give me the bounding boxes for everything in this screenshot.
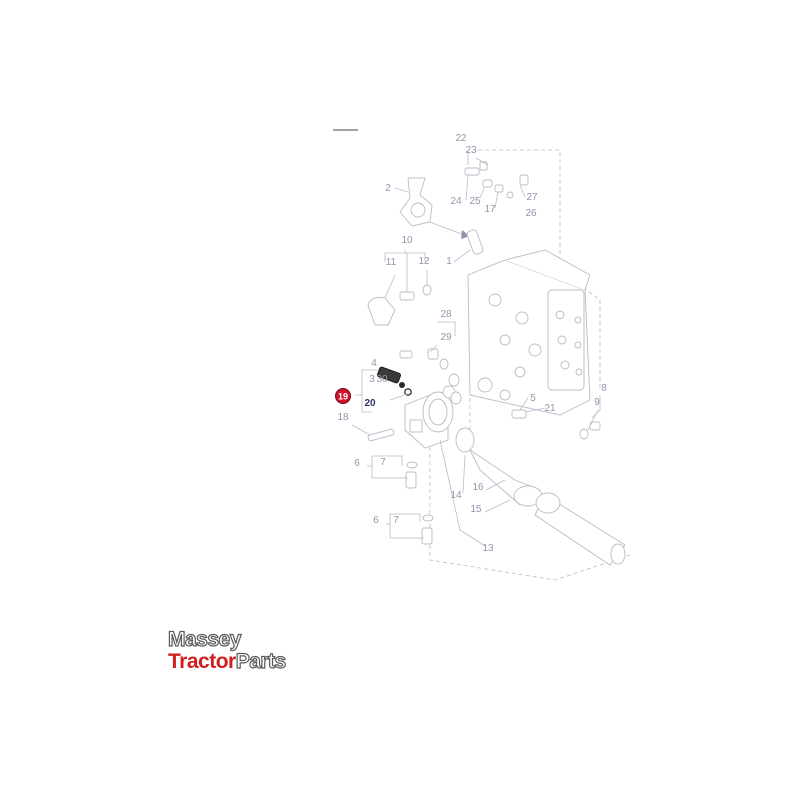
callout-28[interactable]: 28 <box>440 309 452 320</box>
highlight-badge-19[interactable]: 19 <box>335 388 351 404</box>
callout-16[interactable]: 16 <box>472 482 484 493</box>
part-2-sensor <box>399 177 470 239</box>
callout-18[interactable]: 18 <box>337 412 349 423</box>
parts-6-7-fittings <box>405 461 434 545</box>
part-19-solenoid <box>377 366 412 396</box>
callout-6b[interactable]: 6 <box>373 515 379 526</box>
callout-21[interactable]: 21 <box>544 403 556 414</box>
callout-1[interactable]: 1 <box>446 256 452 267</box>
logo-tractor-parts: TractorParts <box>168 649 287 674</box>
valve-block <box>467 249 591 416</box>
badge-label: 19 <box>338 392 348 402</box>
callout-14[interactable]: 14 <box>450 490 462 501</box>
callout-3[interactable]: 3 <box>369 374 375 385</box>
callout-23[interactable]: 23 <box>465 145 477 156</box>
logo-tractor: Tractor <box>168 650 236 673</box>
callout-11[interactable]: 11 <box>386 257 397 268</box>
callout-29[interactable]: 29 <box>440 332 452 343</box>
callout-6a[interactable]: 6 <box>354 458 360 469</box>
callout-26[interactable]: 26 <box>525 208 537 219</box>
parts-10-11-12 <box>367 284 432 326</box>
callout-8[interactable]: 8 <box>601 383 607 394</box>
part-1-sensor <box>466 229 484 255</box>
callout-27[interactable]: 27 <box>526 192 538 203</box>
massey-tractor-parts-logo: Massey TractorParts <box>167 627 328 676</box>
callout-13[interactable]: 13 <box>482 543 494 554</box>
callout-10[interactable]: 10 <box>401 235 413 246</box>
callout-20[interactable]: 20 <box>364 398 376 409</box>
callout-17[interactable]: 17 <box>484 204 496 215</box>
logo-parts: Parts <box>235 649 287 673</box>
filter-assembly <box>455 427 626 566</box>
logo-massey: Massey <box>167 627 242 651</box>
callout-9[interactable]: 9 <box>594 397 600 408</box>
callout-7b[interactable]: 7 <box>393 515 399 526</box>
callout-4[interactable]: 4 <box>371 358 377 369</box>
fittings-top-right <box>464 161 529 199</box>
callout-2[interactable]: 2 <box>385 183 391 194</box>
callout-5[interactable]: 5 <box>530 393 536 404</box>
leader-lines <box>351 150 601 547</box>
callout-22[interactable]: 22 <box>455 133 467 144</box>
callout-15[interactable]: 15 <box>470 504 482 515</box>
callout-12[interactable]: 12 <box>418 256 430 267</box>
callout-7a[interactable]: 7 <box>380 457 386 468</box>
part-18-bolt <box>367 428 395 442</box>
callout-24[interactable]: 24 <box>450 196 462 207</box>
callout-25[interactable]: 25 <box>469 196 481 207</box>
filter-head <box>404 385 456 449</box>
callout-30[interactable]: 30 <box>376 374 388 385</box>
